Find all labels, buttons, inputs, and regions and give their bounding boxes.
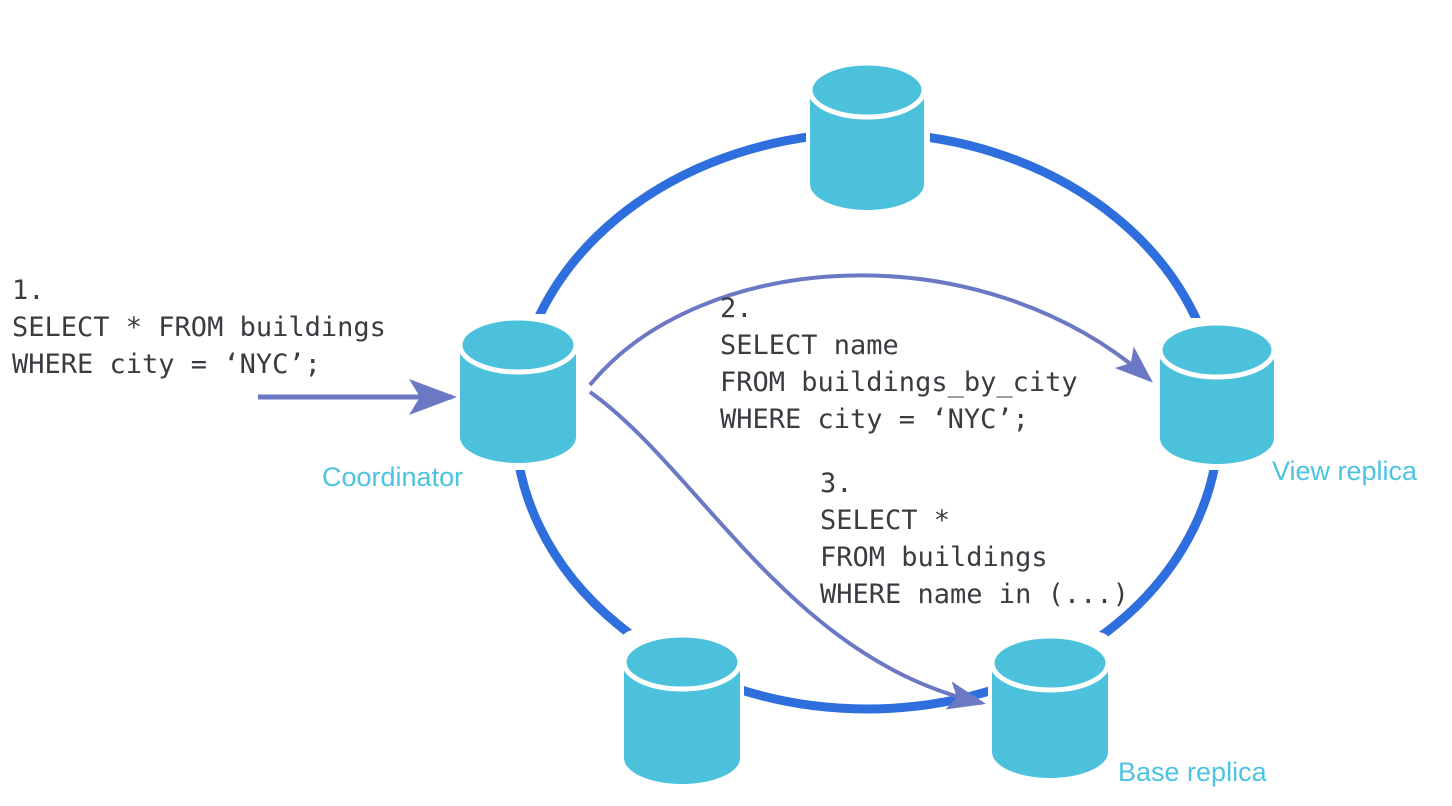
query-step-1-text: 1. SELECT * FROM buildings WHERE city = … (12, 275, 386, 380)
node-label-base-replica: Base replica (1118, 757, 1267, 787)
cylinder-top-ellipse (989, 633, 1111, 693)
arrow-coordinator-to-view-path (588, 273, 1154, 387)
database-cylinder-top[interactable] (807, 60, 927, 210)
database-cylinder-base[interactable] (989, 633, 1111, 778)
cylinder-body (992, 663, 1108, 778)
cylinder-top-ellipse (457, 315, 579, 375)
query-step-2-text: 2. SELECT name FROM buildings_by_city WH… (720, 293, 1078, 435)
cylinder-body (624, 662, 740, 784)
database-cylinder-view[interactable] (1157, 320, 1277, 464)
cylinder-top-ellipse (621, 632, 743, 692)
arrow-coordinator-to-base-path (588, 390, 986, 710)
cylinder-top-ellipse (1157, 320, 1277, 380)
query-step-3-text: 3. SELECT * FROM buildings WHERE name in… (820, 468, 1129, 610)
database-cylinder-bottom-left[interactable] (621, 632, 743, 784)
arrow-coordinator-to-view (588, 273, 1154, 387)
cylinder-body (1160, 350, 1274, 464)
node-label-coordinator: Coordinator (322, 462, 464, 492)
cylinder-body (460, 345, 576, 463)
database-cylinder-coordinator[interactable] (457, 315, 579, 463)
arrow-coordinator-to-base (588, 390, 986, 710)
cylinder-body (810, 90, 924, 210)
cylinder-top-ellipse (807, 60, 927, 120)
node-label-view-replica: View replica (1272, 456, 1418, 486)
